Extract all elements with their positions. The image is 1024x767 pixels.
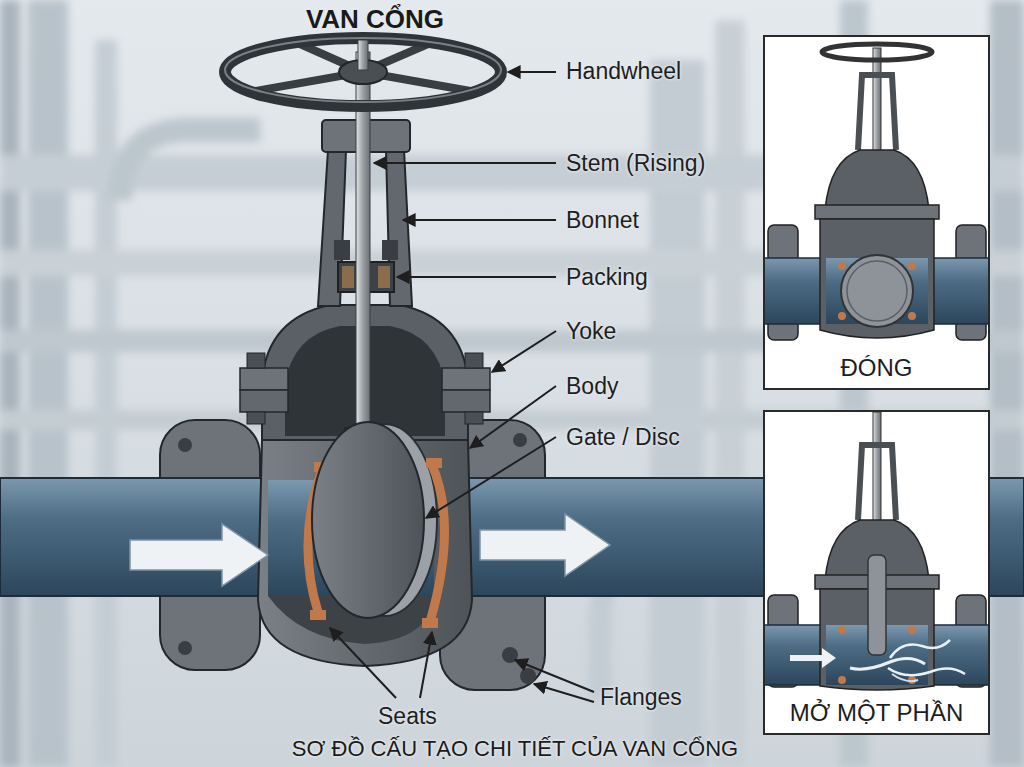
closed-valve-figure bbox=[838, 262, 846, 270]
closed-valve-figure bbox=[825, 150, 929, 210]
closed-valve-figure bbox=[841, 255, 913, 327]
refinery-background bbox=[715, 20, 745, 767]
partly-open-valve-figure bbox=[868, 555, 886, 655]
closed-valve-figure bbox=[908, 312, 916, 320]
part-label: Handwheel bbox=[566, 57, 681, 85]
valve-seat bbox=[422, 458, 445, 628]
leader-line bbox=[374, 162, 556, 164]
diagram-title: VAN CỔNG bbox=[200, 4, 550, 35]
partly-open-valve-figure bbox=[790, 648, 836, 668]
handwheel bbox=[225, 38, 501, 106]
inset-panel: MỞ MỘT PHẦN bbox=[763, 410, 990, 735]
pipe-flange bbox=[520, 668, 536, 684]
packing bbox=[382, 240, 398, 260]
valve-seat bbox=[426, 458, 442, 468]
bonnet bbox=[247, 412, 265, 424]
partly-open-valve-figure bbox=[892, 674, 918, 681]
flow-arrow bbox=[130, 514, 610, 586]
leader-line bbox=[330, 72, 594, 702]
inset-panel bbox=[763, 410, 990, 735]
closed-valve-figure bbox=[908, 262, 916, 270]
bonnet bbox=[240, 368, 288, 390]
packing bbox=[378, 266, 390, 288]
leader-line bbox=[397, 276, 556, 278]
closed-valve-figure bbox=[847, 261, 907, 321]
part-label: Packing bbox=[566, 263, 648, 291]
closed-valve-figure bbox=[764, 44, 989, 340]
leader-line bbox=[330, 628, 396, 698]
partly-open-valve-figure bbox=[858, 445, 896, 520]
gate-disc bbox=[312, 422, 424, 618]
panel-label: MỞ MỘT PHẦN bbox=[790, 699, 963, 727]
partly-open-valve-figure bbox=[764, 412, 989, 690]
bonnet bbox=[465, 353, 483, 368]
partly-open-valve-figure bbox=[908, 626, 916, 634]
handwheel bbox=[225, 38, 501, 102]
bonnet bbox=[442, 390, 490, 412]
partly-open-valve-figure bbox=[888, 668, 965, 675]
packing bbox=[342, 266, 354, 288]
closed-valve-figure bbox=[820, 219, 934, 338]
valve-seat bbox=[430, 465, 445, 622]
part-label: Bonnet bbox=[566, 206, 639, 234]
valve-seat bbox=[310, 610, 326, 620]
partly-open-valve-figure bbox=[838, 626, 846, 634]
handwheel bbox=[358, 40, 368, 70]
part-label: Flanges bbox=[600, 683, 682, 711]
leader-line bbox=[515, 660, 594, 692]
leader-line bbox=[403, 219, 556, 221]
closed-valve-figure bbox=[858, 75, 896, 150]
valve-seat bbox=[422, 618, 438, 628]
packing bbox=[334, 240, 350, 260]
part-label: Yoke bbox=[566, 317, 616, 345]
leader-line bbox=[426, 437, 556, 518]
leader-line bbox=[470, 386, 556, 448]
leader-line bbox=[420, 632, 432, 698]
closed-valve-figure bbox=[822, 44, 932, 60]
bonnet bbox=[465, 412, 483, 424]
handwheel bbox=[225, 38, 501, 106]
bonnet bbox=[240, 390, 288, 412]
leader-line bbox=[492, 331, 556, 372]
closed-valve-figure bbox=[838, 312, 846, 320]
flow-arrow bbox=[130, 524, 268, 586]
inset-panel bbox=[763, 35, 990, 390]
refinery-background bbox=[120, 130, 260, 200]
flow-arrow bbox=[480, 514, 610, 576]
inset-panel: ĐÓNG bbox=[763, 35, 990, 390]
part-label: Seats bbox=[378, 702, 437, 730]
bonnet bbox=[247, 353, 265, 368]
leader-line bbox=[534, 684, 594, 702]
refinery-background bbox=[0, 0, 20, 767]
partly-open-valve-figure bbox=[850, 658, 925, 669]
inset-panel bbox=[763, 35, 990, 735]
partly-open-valve-figure bbox=[890, 640, 950, 658]
gate-disc bbox=[312, 422, 437, 618]
panel-label: ĐÓNG bbox=[841, 354, 913, 382]
pipe-flange bbox=[178, 438, 192, 452]
closed-valve-figure bbox=[815, 205, 939, 219]
part-label: Stem (Rising) bbox=[566, 149, 705, 177]
refinery-background bbox=[990, 0, 1024, 767]
leader-line bbox=[508, 71, 556, 73]
partly-open-valve-figure bbox=[838, 676, 846, 684]
bonnet bbox=[442, 368, 490, 390]
refinery-background bbox=[28, 0, 68, 767]
part-label: Gate / Disc bbox=[566, 423, 680, 451]
pipe-flange bbox=[178, 641, 192, 655]
pipe-flange bbox=[513, 433, 527, 447]
part-label: Body bbox=[566, 372, 618, 400]
refinery-background bbox=[95, 40, 117, 767]
diagram-caption: SƠ ĐỒ CẤU TẠO CHI TIẾT CỦA VAN CỔNG bbox=[240, 736, 790, 762]
